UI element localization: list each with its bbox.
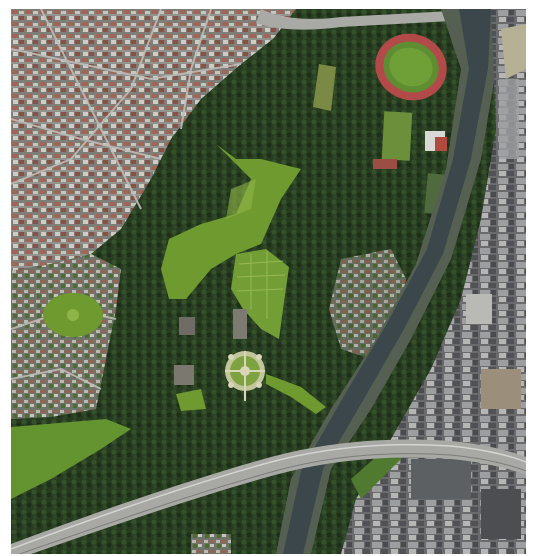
satellite-imagery [11,9,526,554]
satellite-map[interactable] [11,9,526,554]
formal-garden [225,351,265,401]
